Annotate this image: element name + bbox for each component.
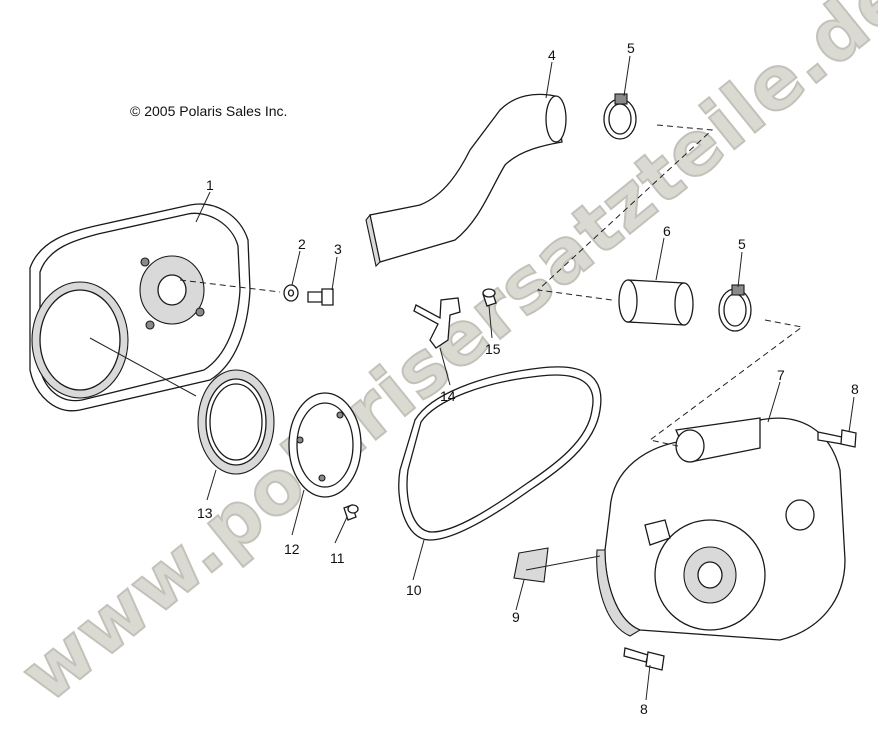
callout-5-top: 5: [627, 40, 635, 56]
hose-clamp-lower: [718, 284, 752, 332]
callout-13: 13: [197, 505, 213, 521]
bracket: [413, 297, 461, 349]
seal-plate: [288, 392, 362, 498]
callout-6: 6: [663, 223, 671, 239]
bolt-3: [307, 288, 334, 306]
callout-8-lower: 8: [640, 701, 648, 717]
bolt-8-lower: [623, 647, 665, 671]
callout-9: 9: [512, 609, 520, 625]
callout-7: 7: [777, 367, 785, 383]
callout-11: 11: [330, 550, 345, 566]
callout-4: 4: [548, 47, 556, 63]
inner-clutch-cover: [29, 203, 251, 412]
hose-clamp-top: [603, 93, 637, 140]
copyright-text: © 2005 Polaris Sales Inc.: [130, 103, 287, 119]
intake-duct: [365, 93, 567, 268]
callout-5-lower: 5: [738, 236, 746, 252]
callout-8-upper: 8: [851, 381, 859, 397]
callout-3: 3: [334, 241, 342, 257]
alignment-lines: [179, 124, 804, 447]
drive-belt: [398, 366, 602, 541]
outer-clutch-cover: [596, 417, 846, 641]
bolt-8-upper: [817, 429, 857, 448]
screw-11: [343, 504, 359, 521]
washer: [283, 284, 299, 302]
callout-14: 14: [440, 388, 456, 404]
duct-coupler: [618, 279, 694, 326]
callout-labels: 1 2 3 4 5 5 6 7 8 8 9 10 11 12 13 14 15: [197, 40, 859, 717]
bolt-15: [482, 288, 497, 307]
callout-10: 10: [406, 582, 422, 598]
callout-15: 15: [485, 341, 501, 357]
seal-ring: [197, 369, 275, 475]
decal: [513, 547, 549, 583]
callout-1: 1: [206, 177, 214, 193]
leader-lines: [89, 55, 855, 701]
callout-2: 2: [298, 236, 306, 252]
callout-12: 12: [284, 541, 300, 557]
